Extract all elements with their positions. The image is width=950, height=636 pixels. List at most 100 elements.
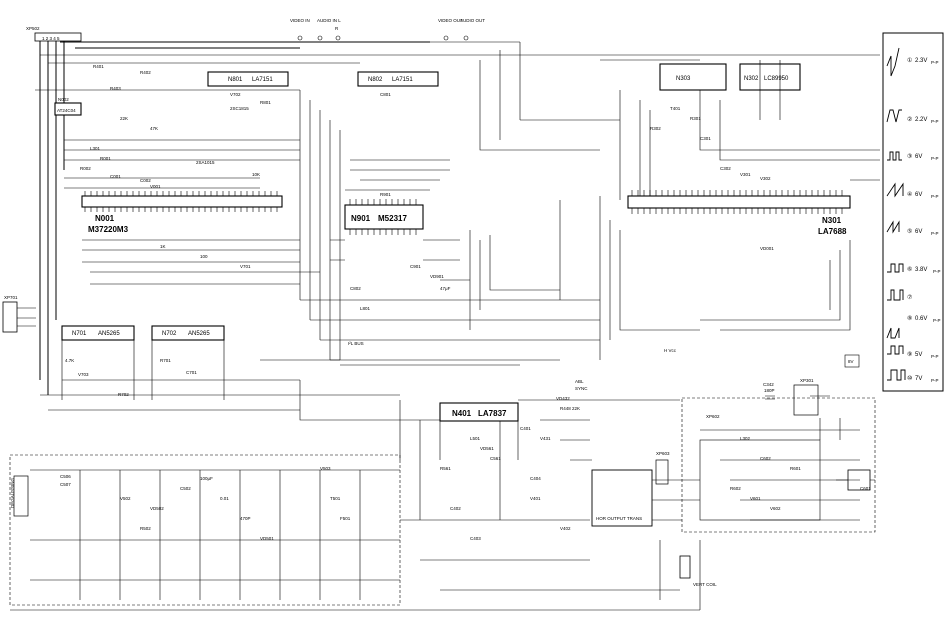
svg-text:VD432: VD432 — [556, 396, 570, 401]
connector-xp603: XP603 — [655, 451, 670, 485]
svg-text:LC89950: LC89950 — [764, 76, 789, 82]
svg-text:XP502: XP502 — [26, 26, 40, 31]
waveform-10-num: ⑩ — [907, 375, 912, 382]
waveform-2-num: ② — [907, 116, 912, 123]
svg-text:AUDIO OUT: AUDIO OUT — [460, 18, 485, 23]
svg-text:8V: 8V — [848, 359, 854, 364]
svg-text:VD561: VD561 — [480, 446, 494, 451]
svg-text:V702: V702 — [230, 92, 241, 97]
waveform-9-volt: 5V — [915, 352, 922, 358]
svg-text:VD001: VD001 — [760, 246, 774, 251]
svg-text:XP701: XP701 — [4, 295, 18, 300]
svg-text:C801: C801 — [380, 92, 391, 97]
waveform-3-volt: 6V — [915, 154, 922, 160]
svg-text:V503: V503 — [320, 466, 331, 471]
waveform-10-volt: 7V — [915, 376, 922, 382]
svg-text:T401: T401 — [670, 106, 681, 111]
ic-n702: N702 AN5265 — [151, 325, 225, 341]
svg-text:XP301: XP301 — [800, 378, 814, 383]
svg-text:N001: N001 — [95, 214, 115, 223]
svg-text:10K: 10K — [252, 172, 260, 177]
svg-text:HOR OUTPUT TRANS: HOR OUTPUT TRANS — [596, 516, 642, 521]
svg-text:4.7K: 4.7K — [65, 358, 74, 363]
waveform-3-num: ③ — [907, 153, 912, 160]
svg-text:N302: N302 — [744, 76, 759, 82]
ic-n801: N801 LA7151 — [207, 71, 289, 87]
svg-text:C002: C002 — [140, 178, 151, 183]
svg-text:LA7837: LA7837 — [478, 409, 507, 418]
svg-text:P-P: P-P — [931, 231, 939, 236]
svg-text:AUDIO IN L: AUDIO IN L — [317, 18, 341, 23]
svg-text:N802: N802 — [368, 77, 383, 83]
svg-text:V401: V401 — [530, 496, 541, 501]
waveform-6-num: ⑥ — [907, 266, 912, 273]
svg-text:LA7151: LA7151 — [392, 77, 413, 83]
cap-c342: C342 180P — [763, 382, 775, 400]
svg-text:AN5265: AN5265 — [188, 331, 210, 337]
svg-text:P-P: P-P — [933, 269, 941, 274]
connector-xp301: XP301 — [793, 378, 819, 416]
svg-text:V701: V701 — [240, 264, 251, 269]
svg-text:R602: R602 — [730, 486, 741, 491]
av-in-jacks: VIDEO IN AUDIO IN L R — [290, 18, 341, 41]
svg-text:R001: R001 — [100, 156, 111, 161]
svg-text:M37220M3: M37220M3 — [88, 225, 129, 234]
svg-text:C802: C802 — [350, 286, 361, 291]
svg-text:N303: N303 — [676, 76, 691, 82]
hor-output-trans: HOR OUTPUT TRANS — [591, 469, 653, 527]
svg-text:100: 100 — [200, 254, 208, 259]
svg-text:N801: N801 — [228, 77, 243, 83]
svg-text:C506: C506 — [60, 474, 71, 479]
waveform-5-volt: 6V — [915, 229, 922, 235]
svg-text:AN5265: AN5265 — [98, 331, 120, 337]
svg-text:R002: R002 — [80, 166, 91, 171]
svg-text:R301: R301 — [690, 116, 701, 121]
svg-text:R448 22K: R448 22K — [560, 406, 580, 411]
svg-text:R502: R502 — [140, 526, 151, 531]
waveform-4-num: ④ — [907, 191, 912, 198]
ic-n301: N301 LA7688 — [627, 190, 851, 236]
svg-text:M52317: M52317 — [378, 214, 407, 223]
crt-socket — [836, 469, 875, 491]
wiring — [10, 41, 880, 611]
supply-8v: 8V — [844, 354, 860, 368]
svg-text:F501: F501 — [340, 516, 351, 521]
waveform-7-num: ⑦ — [907, 294, 912, 301]
svg-text:L302: L302 — [740, 436, 751, 441]
svg-text:LA7151: LA7151 — [252, 77, 273, 83]
svg-text:AT24C04: AT24C04 — [57, 108, 76, 113]
ic-n401: N401 LA7837 — [439, 402, 519, 422]
svg-text:R701: R701 — [160, 358, 171, 363]
svg-text:DEGAUSSING: DEGAUSSING — [10, 477, 15, 508]
svg-text:R302: R302 — [650, 126, 661, 131]
ic-n001: N001 M37220M3 — [81, 191, 283, 234]
svg-text:VD502: VD502 — [150, 506, 164, 511]
svg-text:V302: V302 — [760, 176, 771, 181]
svg-text:ABL: ABL — [575, 379, 584, 384]
svg-text:H Vcc: H Vcc — [664, 348, 677, 353]
waveform-8-volt: 0.6V — [915, 316, 927, 322]
svg-text:V301: V301 — [740, 172, 751, 177]
connector-xp602: XP602 — [706, 414, 720, 419]
waveform-2-volt: 2.2V — [915, 117, 927, 123]
waveform-9-num: ⑨ — [907, 351, 912, 358]
connector-xp701: XP701 — [2, 295, 36, 333]
svg-text:L801: L801 — [360, 306, 371, 311]
svg-text:L301: L301 — [90, 146, 101, 151]
svg-text:C402: C402 — [450, 506, 461, 511]
svg-text:L501: L501 — [470, 436, 481, 441]
av-out-jacks: VIDEO OUT AUDIO OUT — [438, 18, 485, 41]
svg-text:V402: V402 — [560, 526, 571, 531]
svg-text:VIDEO OUT: VIDEO OUT — [438, 18, 463, 23]
svg-text:C403: C403 — [470, 536, 481, 541]
waveform-5-num: ⑤ — [907, 228, 912, 235]
svg-text:R: R — [335, 26, 339, 31]
ic-n802: N802 LA7151 — [357, 71, 439, 87]
connector-xp502: XP502 1 2 3 4 5 — [26, 26, 82, 42]
svg-text:C901: C901 — [410, 264, 421, 269]
svg-text:C502: C502 — [180, 486, 191, 491]
svg-text:P-P: P-P — [931, 156, 939, 161]
svg-text:1K: 1K — [160, 244, 166, 249]
svg-text:N702: N702 — [162, 331, 177, 337]
